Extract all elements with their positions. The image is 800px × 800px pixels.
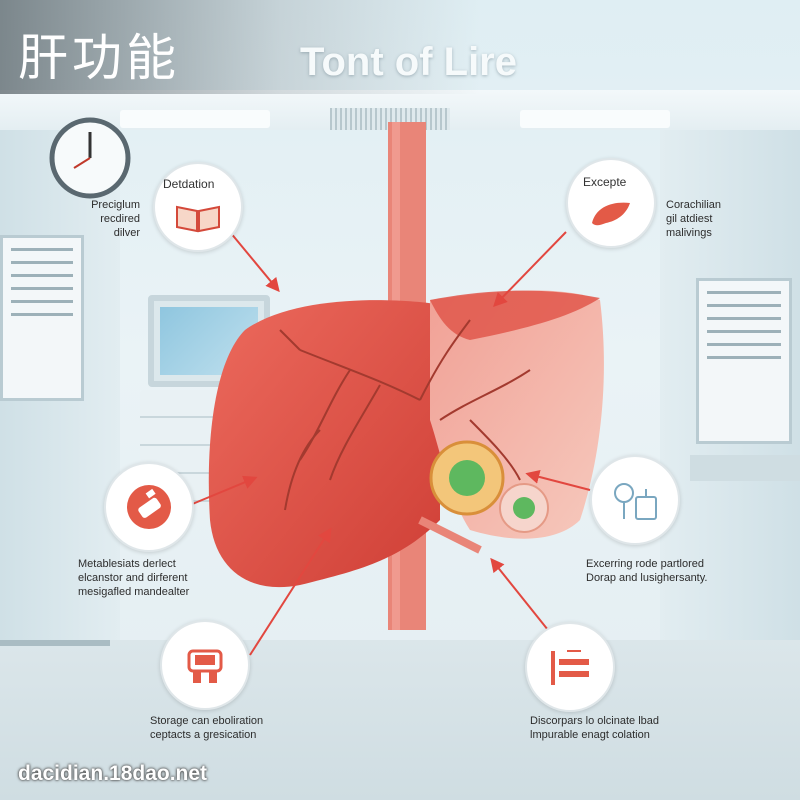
callout-mid-left-label: Metablesiats derlect elcanstor and dirfe…	[78, 558, 190, 598]
callout-bottom-left	[160, 620, 250, 710]
english-title: Tont of Lire	[300, 40, 517, 84]
callout-top-left-title: Detdation	[163, 177, 215, 191]
callout-top-right-title: Excepte	[583, 175, 627, 189]
callout-bottom-right	[525, 622, 615, 712]
callout-bottom-right-label: Discorpars lo olcinate lbad lmpurable en…	[530, 715, 660, 741]
arrow-top-left	[229, 231, 280, 293]
callout-top-left	[153, 162, 243, 252]
liver-left-lobe	[208, 300, 440, 588]
arrow-mid-right	[525, 470, 591, 491]
bile-duct	[418, 516, 482, 554]
liver-shape-icon	[592, 202, 630, 226]
ceiling-light	[120, 110, 270, 128]
cart	[0, 640, 110, 716]
vial-icon	[127, 485, 171, 529]
arrow-bottom-left	[249, 527, 332, 656]
callout-mid-right	[590, 455, 680, 545]
title-bar	[0, 0, 800, 94]
floor	[0, 640, 800, 800]
cell-core	[513, 497, 535, 519]
callout-bottom-left-label: Storage can eboliration ceptacts a gresi…	[150, 715, 264, 741]
callout-top-left-label: Preciglum recdired dilver	[91, 199, 140, 239]
gallbladder-core	[449, 460, 485, 496]
callout-mid-right-label: Excerring rode partlored Dorap and lusig…	[586, 558, 708, 584]
wall-clock-icon	[49, 117, 131, 199]
machine-icon	[187, 649, 223, 683]
surgery-table-icon	[551, 650, 589, 685]
watermark: dacidian.18dao.net	[18, 762, 208, 785]
wall-chart-left	[0, 235, 84, 401]
chinese-title: 肝功能	[18, 29, 180, 87]
wall-chart-right	[696, 278, 792, 444]
book-icon	[176, 205, 220, 233]
liver-veins	[279, 319, 531, 511]
callout-mid-left	[104, 462, 194, 552]
desk	[690, 455, 800, 481]
lab-equipment-icon	[614, 483, 657, 520]
callout-top-right-label: Corachilian gil atdiest malivings	[666, 199, 722, 239]
arrow-top-right	[493, 231, 567, 308]
liver-top-edge	[430, 290, 600, 340]
ceiling-light	[520, 110, 670, 128]
callout-top-right	[566, 158, 656, 248]
arrow-mid-left	[189, 475, 258, 506]
arrow-bottom-right	[490, 557, 549, 631]
